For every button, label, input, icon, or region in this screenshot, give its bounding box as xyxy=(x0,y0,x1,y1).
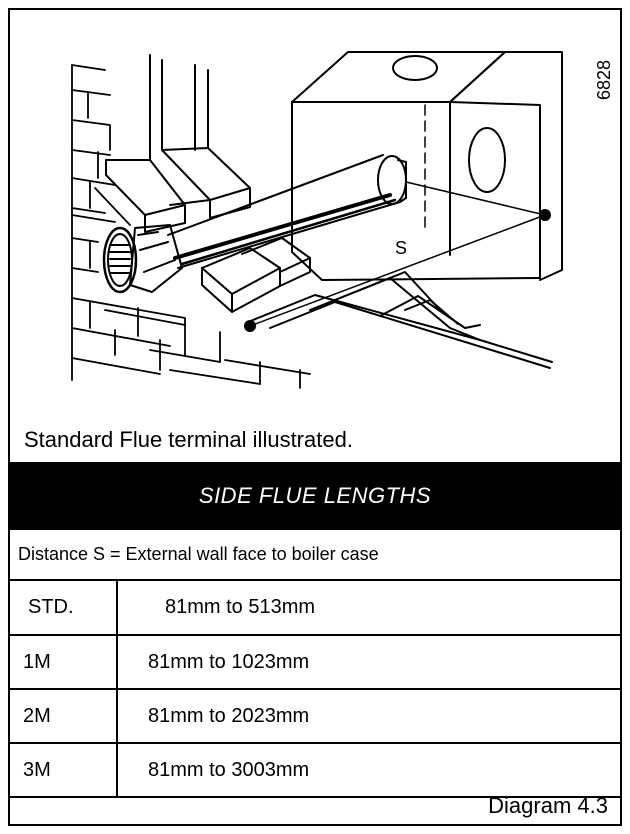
table-row: 2M 81mm to 2023mm xyxy=(10,689,620,744)
table-row: 1M 81mm to 1023mm xyxy=(10,635,620,690)
flue-illustration: S xyxy=(10,10,620,420)
dimension-label: S xyxy=(395,238,407,258)
dimension-s: S xyxy=(244,104,551,332)
boiler-case xyxy=(291,51,563,281)
drawing-code-text: 6828 xyxy=(594,60,614,100)
flue-type: STD. xyxy=(10,581,118,636)
wall-sleeve xyxy=(201,237,311,313)
flue-type: 1M xyxy=(10,635,118,690)
flue-type: 3M xyxy=(10,743,118,798)
flue-lengths-table: STD. 81mm to 513mm 1M 81mm to 1023mm 2M … xyxy=(10,581,620,798)
table-row: 3M 81mm to 3003mm xyxy=(10,743,620,798)
vertical-pipes xyxy=(105,54,251,233)
drawing-code: 6828 xyxy=(582,40,622,120)
flue-range: 81mm to 3003mm xyxy=(117,743,620,798)
brick-wall xyxy=(71,64,311,389)
floor-plates xyxy=(247,271,553,369)
table-title: SIDE FLUE LENGTHS xyxy=(10,462,620,530)
diagram-number: Diagram 4.3 xyxy=(488,793,608,818)
table-row: STD. 81mm to 513mm xyxy=(10,581,620,636)
flue-pipe xyxy=(167,154,407,269)
flue-range: 81mm to 513mm xyxy=(117,581,620,636)
flue-type: 2M xyxy=(10,689,118,744)
illustration-caption: Standard Flue terminal illustrated. xyxy=(24,427,353,452)
flue-range: 81mm to 1023mm xyxy=(117,635,620,690)
flue-terminal xyxy=(102,224,183,294)
flue-range: 81mm to 2023mm xyxy=(117,689,620,744)
distance-definition: Distance S = External wall face to boile… xyxy=(10,530,620,581)
diagram-frame: S 6828 Standard Flue terminal illustrate… xyxy=(8,8,622,826)
